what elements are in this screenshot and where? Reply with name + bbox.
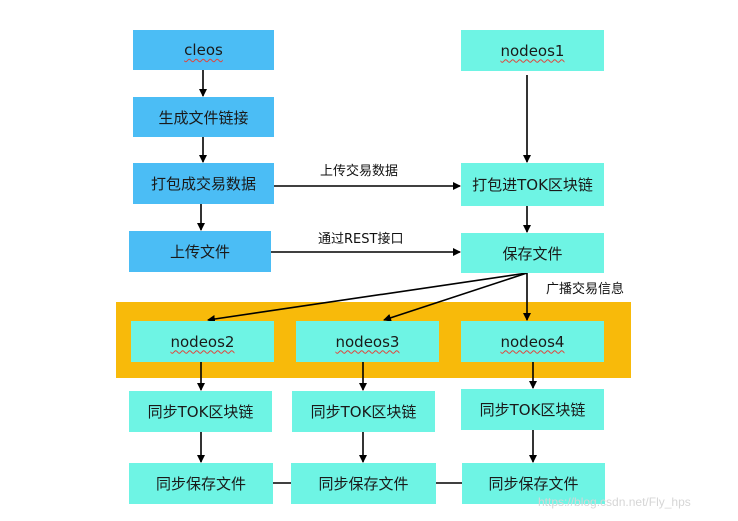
edge-label-broadcast: 广播交易信息 [546, 282, 625, 297]
node-pack-tok: 打包进TOK区块链 [461, 163, 604, 206]
node-sync-tok-2: 同步TOK区块链 [292, 391, 435, 432]
arrow-save-to-nodeos2 [207, 272, 528, 323]
node-nodeos2: nodeos2 [131, 321, 274, 362]
node-nodeos2-label: nodeos2 [170, 332, 235, 351]
node-sync-save-2: 同步保存文件 [291, 463, 436, 504]
node-sync-tok-2-label: 同步TOK区块链 [310, 403, 417, 421]
node-sync-tok-1: 同步TOK区块链 [129, 391, 272, 432]
arrow-save-to-nodeos3 [383, 272, 528, 322]
watermark: https://blog.csdn.net/Fly_hps [538, 495, 691, 509]
node-sync-save-2-label: 同步保存文件 [318, 475, 409, 493]
edge-label-via-rest: 通过REST接口 [318, 232, 404, 247]
node-pack-tok-label: 打包进TOK区块链 [472, 176, 593, 194]
edge-label-upload-tx: 上传交易数据 [320, 164, 399, 179]
node-nodeos1-label: nodeos1 [500, 41, 565, 60]
node-sync-save-1-label: 同步保存文件 [155, 475, 246, 493]
node-gen-link-label: 生成文件链接 [158, 108, 249, 127]
node-sync-save-1: 同步保存文件 [129, 463, 273, 504]
node-nodeos1: nodeos1 [461, 30, 604, 71]
node-pack-tx-label: 打包成交易数据 [150, 175, 256, 193]
node-nodeos3: nodeos3 [296, 321, 439, 362]
node-cleos: cleos [133, 30, 274, 70]
node-save-file: 保存文件 [461, 233, 604, 273]
node-upload-file-label: 上传文件 [169, 243, 230, 261]
node-sync-tok-1-label: 同步TOK区块链 [147, 403, 254, 421]
node-sync-tok-3-label: 同步TOK区块链 [479, 401, 586, 419]
node-nodeos4: nodeos4 [461, 321, 604, 362]
node-upload-file: 上传文件 [129, 231, 271, 272]
node-nodeos3-label: nodeos3 [335, 332, 400, 351]
node-save-file-label: 保存文件 [502, 244, 563, 263]
node-sync-save-3-label: 同步保存文件 [488, 475, 579, 493]
node-nodeos4-label: nodeos4 [500, 332, 565, 351]
node-sync-tok-3: 同步TOK区块链 [461, 389, 604, 430]
node-pack-tx: 打包成交易数据 [133, 163, 274, 204]
node-gen-link: 生成文件链接 [133, 97, 274, 137]
node-cleos-label: cleos [184, 41, 223, 59]
node-sync-save-3: 同步保存文件 [462, 463, 605, 504]
